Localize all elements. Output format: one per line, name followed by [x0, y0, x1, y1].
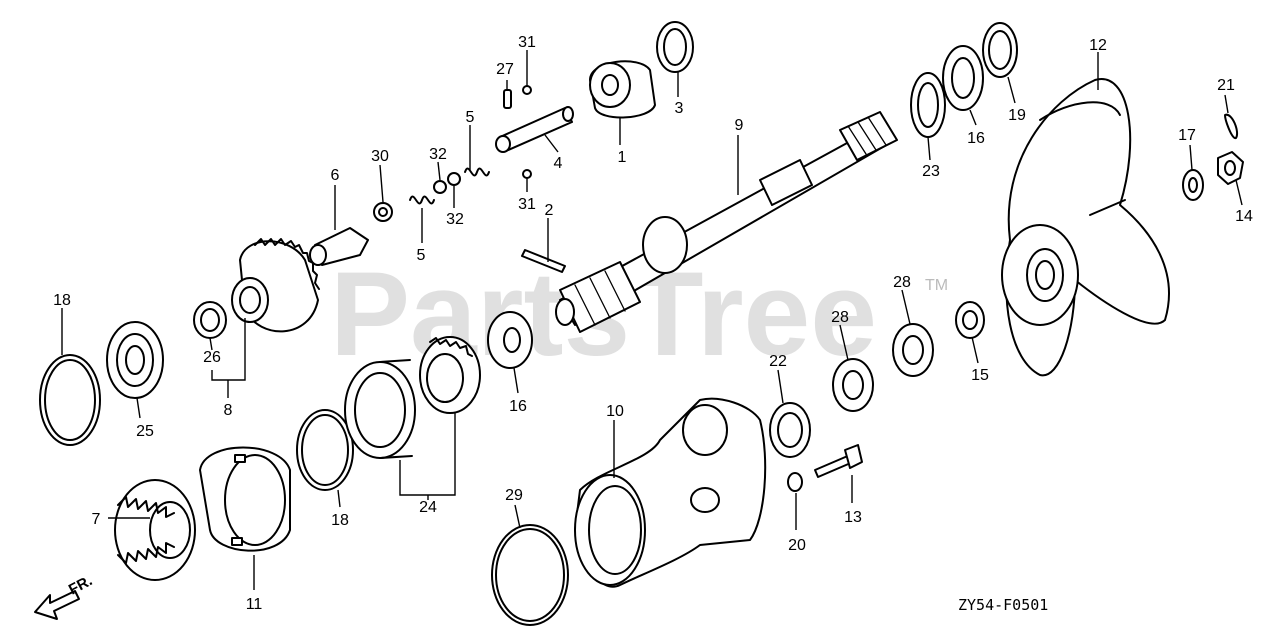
thrust-bearing-23[interactable] — [910, 72, 946, 138]
taper-bearing-race[interactable] — [344, 359, 416, 459]
label-part-5-lower[interactable]: 5 — [417, 247, 426, 264]
o-ring-18-left[interactable] — [39, 354, 101, 446]
label-part-26[interactable]: 26 — [203, 349, 221, 366]
taper-roller-bearing[interactable] — [419, 336, 481, 414]
label-part-14[interactable]: 14 — [1235, 208, 1253, 225]
label-part-5-upper[interactable]: 5 — [466, 109, 475, 126]
bolt-13[interactable] — [814, 444, 863, 478]
cotter-pin-21[interactable] — [1224, 113, 1238, 139]
label-part-16-top[interactable]: 16 — [967, 130, 985, 147]
part-labels: 1 2 3 4 5 5 6 7 8 9 10 11 12 13 14 15 16… — [53, 34, 1253, 613]
watermark-trademark: TM — [925, 277, 948, 294]
label-part-25[interactable]: 25 — [136, 423, 154, 440]
needle-bearing-26[interactable] — [193, 301, 227, 339]
label-part-30[interactable]: 30 — [371, 148, 389, 165]
label-part-20[interactable]: 20 — [788, 537, 806, 554]
oil-seal-28-a[interactable] — [832, 358, 874, 412]
label-part-7[interactable]: 7 — [92, 511, 101, 528]
label-part-8[interactable]: 8 — [224, 402, 233, 419]
oil-seal-28-b[interactable] — [892, 323, 934, 377]
forward-gear[interactable] — [114, 479, 196, 581]
label-part-18-left[interactable]: 18 — [53, 292, 71, 309]
leader-lines — [61, 50, 1243, 590]
label-part-13[interactable]: 13 — [844, 509, 862, 526]
label-part-6[interactable]: 6 — [331, 167, 340, 184]
washer-20[interactable] — [787, 472, 803, 492]
label-part-10[interactable]: 10 — [606, 403, 624, 420]
label-part-11[interactable]: 11 — [246, 596, 263, 613]
label-part-2[interactable]: 2 — [545, 202, 554, 219]
thrust-washer-16[interactable] — [487, 311, 533, 369]
washer-17[interactable] — [1182, 169, 1204, 201]
label-part-9[interactable]: 9 — [735, 117, 744, 134]
label-part-32-b[interactable]: 32 — [446, 211, 464, 228]
label-part-21[interactable]: 21 — [1217, 77, 1235, 94]
o-ring-29[interactable] — [491, 524, 569, 626]
front-arrow-icon — [34, 590, 80, 620]
reverse-gear[interactable] — [231, 238, 320, 333]
shifter-rod[interactable] — [495, 106, 574, 153]
label-part-16-middle[interactable]: 16 — [509, 398, 527, 415]
label-part-29[interactable]: 29 — [505, 487, 523, 504]
washer-19[interactable] — [982, 22, 1018, 78]
label-part-12[interactable]: 12 — [1089, 37, 1107, 54]
castle-nut-14[interactable] — [1217, 151, 1244, 185]
shift-cam[interactable] — [309, 227, 369, 266]
label-part-32-a[interactable]: 32 — [429, 146, 447, 163]
diagram-code: ZY54-F0501 — [958, 596, 1048, 614]
label-part-3[interactable]: 3 — [675, 100, 684, 117]
needle-bearing-22[interactable] — [769, 402, 811, 458]
o-ring-18-lower[interactable] — [296, 409, 354, 491]
label-part-27[interactable]: 27 — [496, 61, 514, 78]
ring-part-3[interactable] — [656, 21, 694, 73]
clutch-dog[interactable] — [589, 60, 656, 119]
label-part-4[interactable]: 4 — [554, 155, 563, 172]
label-part-1[interactable]: 1 — [618, 149, 627, 166]
label-part-17[interactable]: 17 — [1178, 127, 1196, 144]
label-part-28-b[interactable]: 28 — [893, 274, 911, 291]
label-part-18-lower[interactable]: 18 — [331, 512, 349, 529]
propeller[interactable] — [1001, 78, 1170, 377]
gear-case[interactable] — [574, 397, 767, 588]
label-part-23[interactable]: 23 — [922, 163, 940, 180]
label-part-31-top[interactable]: 31 — [518, 34, 536, 51]
thrust-washer-16-top[interactable] — [942, 45, 984, 111]
thrust-bushing-15[interactable] — [955, 301, 985, 339]
label-part-28-a[interactable]: 28 — [831, 309, 849, 326]
bearing-holder[interactable] — [199, 446, 291, 552]
label-part-22[interactable]: 22 — [769, 353, 787, 370]
label-part-31-lower[interactable]: 31 — [518, 196, 536, 213]
label-part-24[interactable]: 24 — [419, 499, 437, 516]
label-part-15[interactable]: 15 — [971, 367, 989, 384]
ball-bearing-25[interactable] — [106, 321, 164, 399]
propeller-shaft[interactable] — [555, 111, 898, 333]
label-part-19[interactable]: 19 — [1008, 107, 1026, 124]
